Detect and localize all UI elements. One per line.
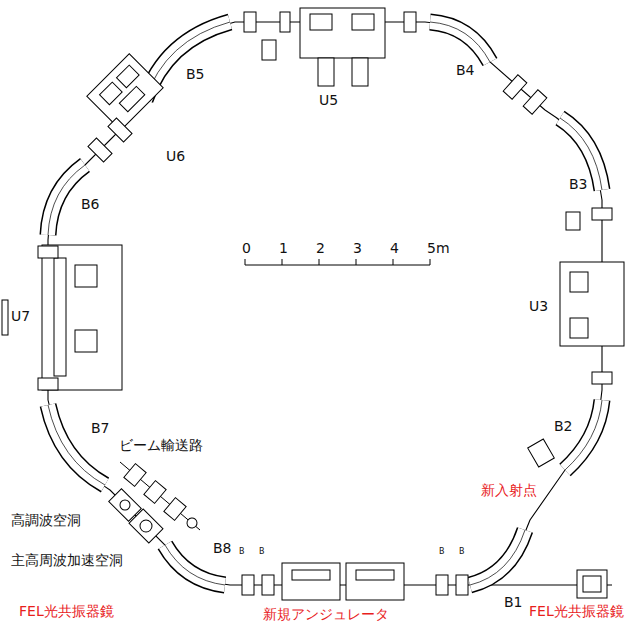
part-label: B5 <box>185 66 206 83</box>
part-label: B4 <box>455 62 476 79</box>
magnet-tag: B <box>438 547 446 556</box>
annotation-label: 新規アンジュレータ <box>262 606 390 623</box>
magnet-tag: B <box>458 547 466 556</box>
part-label: B8 <box>212 540 233 557</box>
part-label: U7 <box>10 308 31 325</box>
part-label: 4 <box>389 240 400 257</box>
part-label: B2 <box>553 418 574 435</box>
annotation-label: FEL光共振器鏡 <box>528 603 625 620</box>
magnet-tag: B <box>258 547 266 556</box>
part-label: U5 <box>318 92 339 109</box>
part-label: B1 <box>503 594 524 611</box>
magnet-tag: B <box>238 547 246 556</box>
part-label: 高調波空洞 <box>10 512 82 529</box>
part-label: 0 <box>241 240 252 257</box>
annotation-label: 新入射点 <box>480 482 538 499</box>
part-label: B7 <box>90 420 111 437</box>
part-label: B3 <box>568 176 589 193</box>
part-label: 主高周波加速空洞 <box>10 552 124 569</box>
part-label: 3 <box>352 240 363 257</box>
annotation-label: FEL光共振器鏡 <box>18 603 115 620</box>
part-label: 5m <box>426 240 451 257</box>
part-label: 1 <box>278 240 289 257</box>
part-label: B6 <box>80 196 101 213</box>
part-label: U3 <box>528 298 549 315</box>
part-label: 2 <box>315 240 326 257</box>
part-label: U6 <box>165 148 186 165</box>
part-label: ビーム輸送路 <box>118 437 204 454</box>
